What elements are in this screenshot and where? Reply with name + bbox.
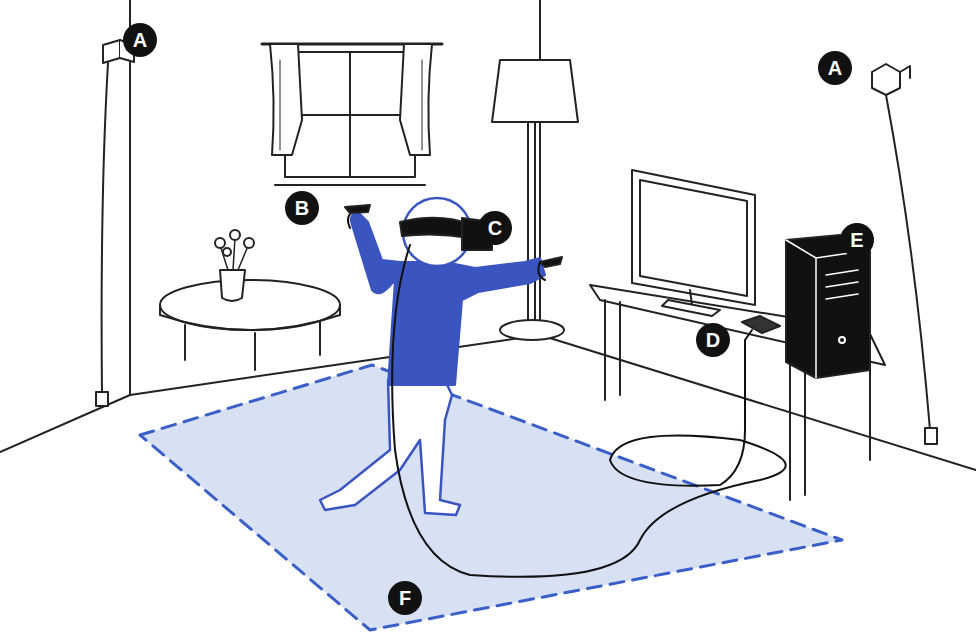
headset-cable bbox=[392, 245, 786, 577]
play-area bbox=[140, 365, 842, 630]
room-walls bbox=[0, 0, 976, 470]
window bbox=[262, 44, 442, 185]
monitor bbox=[632, 170, 755, 316]
side-table bbox=[160, 230, 340, 370]
callout-letter: A bbox=[818, 51, 852, 85]
callout-letter: D bbox=[696, 323, 730, 357]
link-box bbox=[742, 316, 780, 333]
callout-letter: B bbox=[285, 191, 319, 225]
callout-letter: C bbox=[478, 211, 512, 245]
vr-user bbox=[320, 198, 562, 515]
callout-letter: F bbox=[388, 581, 422, 615]
base-stations bbox=[96, 40, 937, 444]
callout-letter: E bbox=[840, 223, 874, 257]
floor-lamp bbox=[492, 60, 578, 340]
callout-letter: A bbox=[123, 23, 157, 57]
